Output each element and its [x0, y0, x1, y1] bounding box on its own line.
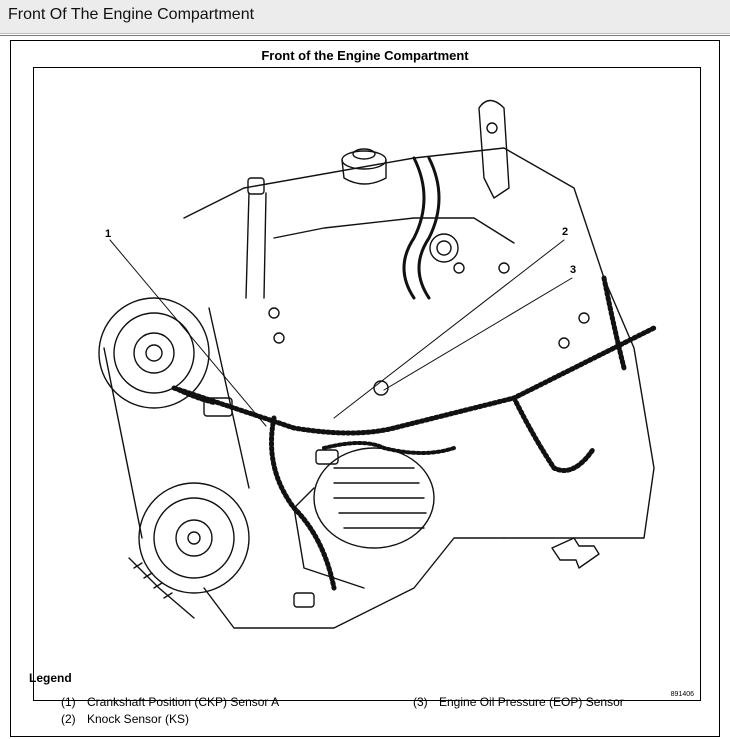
legend-item-3: (3) Engine Oil Pressure (EOP) Sensor	[413, 695, 624, 709]
legend-title: Legend	[29, 671, 72, 685]
legend-item-label: Knock Sensor (KS)	[87, 712, 190, 726]
callout-2: 2	[562, 226, 569, 238]
page-title: Front Of The Engine Compartment	[8, 6, 255, 23]
engine-figure: Front of the Engine Compartment	[10, 40, 720, 737]
header-divider	[0, 35, 730, 36]
callout-3: 3	[570, 264, 577, 276]
figure-title: Front of the Engine Compartment	[261, 48, 469, 63]
illustration-frame: 1 2 3 891406	[33, 67, 701, 701]
figure-number: 891406	[670, 691, 694, 698]
legend-item-number: (1)	[61, 695, 76, 709]
callout-1: 1	[105, 228, 112, 240]
legend-item-label: Crankshaft Position (CKP) Sensor A	[87, 695, 280, 709]
legend-item-number: (3)	[413, 695, 428, 709]
legend-item-1: (1) Crankshaft Position (CKP) Sensor A	[61, 695, 279, 709]
legend-item-2: (2) Knock Sensor (KS)	[61, 712, 189, 726]
legend-item-label: Engine Oil Pressure (EOP) Sensor	[439, 695, 624, 709]
window-header: Front Of The Engine Compartment	[0, 0, 730, 34]
engine-illustration	[98, 99, 657, 629]
legend-item-number: (2)	[61, 712, 76, 726]
